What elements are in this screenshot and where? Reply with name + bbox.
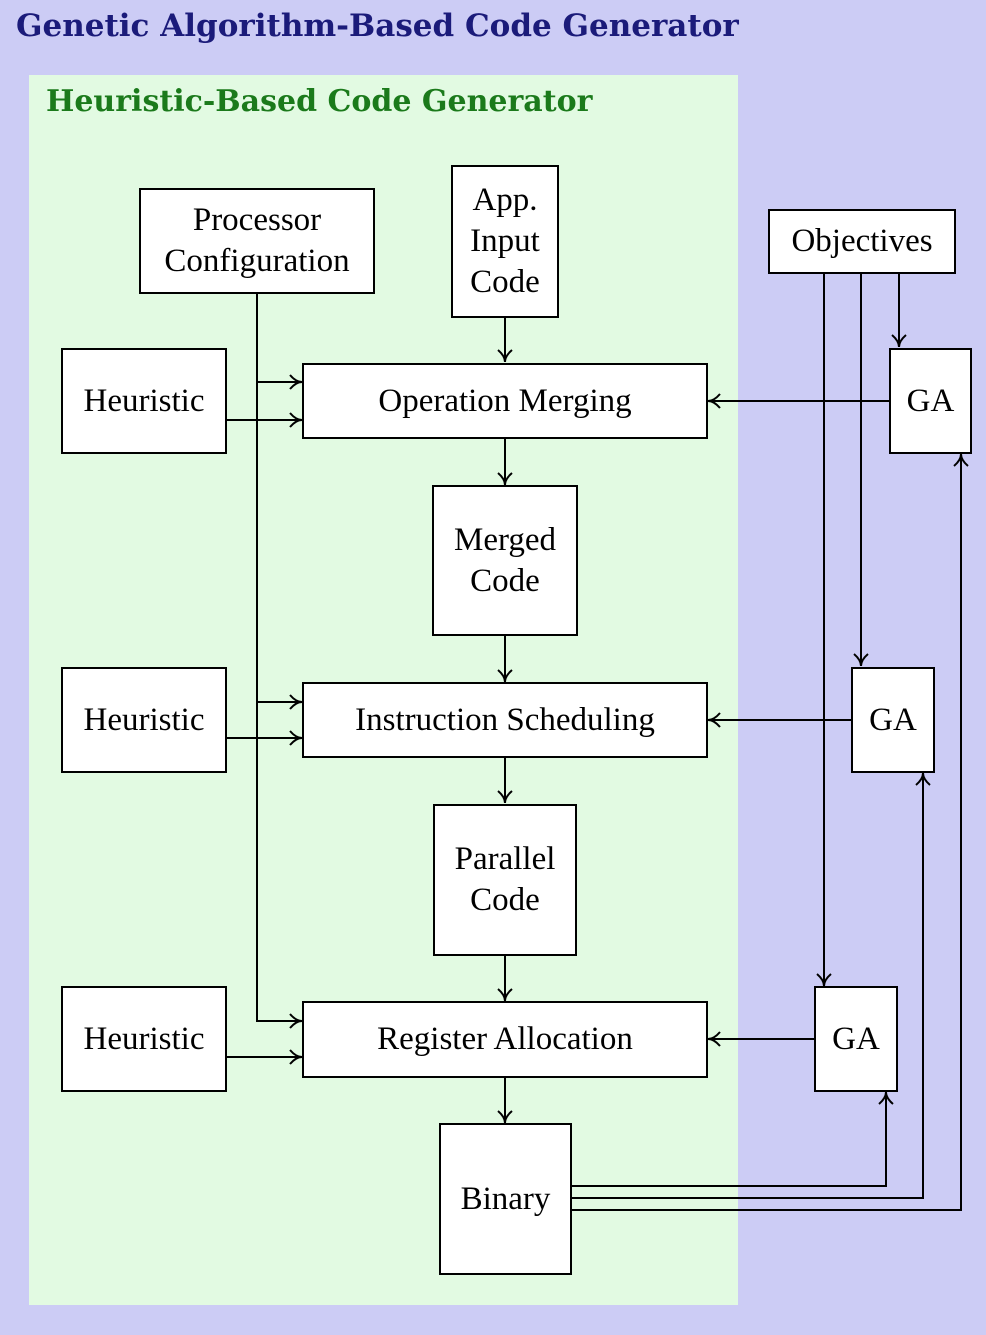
operation-merging-box: Operation Merging [302, 363, 708, 439]
objectives-box: Objectives [768, 209, 956, 274]
ga-label-1: GA [906, 382, 955, 419]
parallel-code-label: Parallel Code [454, 841, 556, 918]
app-input-code-label: App. Input Code [470, 182, 540, 300]
merged-code-label: Merged Code [453, 521, 557, 599]
app-input-code-box: App. Input Code [451, 165, 559, 318]
outer-title: Genetic Algorithm-Based Code Generator [16, 8, 739, 44]
register-allocation-label: Register Allocation [377, 1021, 633, 1057]
inner-title: Heuristic-Based Code Generator [46, 84, 593, 119]
arrow-processor-to-allocation [256, 702, 303, 1029]
heuristic-label-2: Heuristic [83, 701, 205, 738]
processor-configuration-box: Processor Configuration [139, 188, 375, 294]
binary-box: Binary [439, 1123, 572, 1275]
heuristic-label-3: Heuristic [83, 1020, 205, 1057]
merged-code-box: Merged Code [432, 485, 578, 636]
register-allocation-box: Register Allocation [302, 1001, 708, 1078]
heuristic-box-2: Heuristic [61, 667, 227, 773]
arrow-binary-to-ga3 [571, 1091, 894, 1187]
instruction-scheduling-label: Instruction Scheduling [355, 701, 655, 738]
ga-label-3: GA [832, 1020, 880, 1057]
ga-box-3: GA [814, 986, 898, 1092]
instruction-scheduling-box: Instruction Scheduling [302, 682, 708, 758]
arrow-binary-to-ga2 [571, 772, 931, 1199]
ga-box-1: GA [889, 348, 972, 454]
ga-box-2: GA [851, 667, 935, 773]
heuristic-box-1: Heuristic [61, 348, 227, 454]
parallel-code-box: Parallel Code [433, 804, 577, 956]
arrow-processor-to-merging [256, 293, 303, 390]
objectives-label: Objectives [791, 223, 933, 259]
operation-merging-label: Operation Merging [378, 382, 632, 419]
processor-configuration-label: Processor Configuration [164, 202, 350, 279]
binary-label: Binary [460, 1180, 551, 1217]
arrow-binary-to-ga1 [571, 453, 969, 1211]
arrow-processor-to-scheduling [256, 382, 303, 710]
ga-label-2: GA [869, 701, 917, 738]
heuristic-box-3: Heuristic [61, 986, 227, 1092]
heuristic-label-1: Heuristic [83, 382, 205, 419]
